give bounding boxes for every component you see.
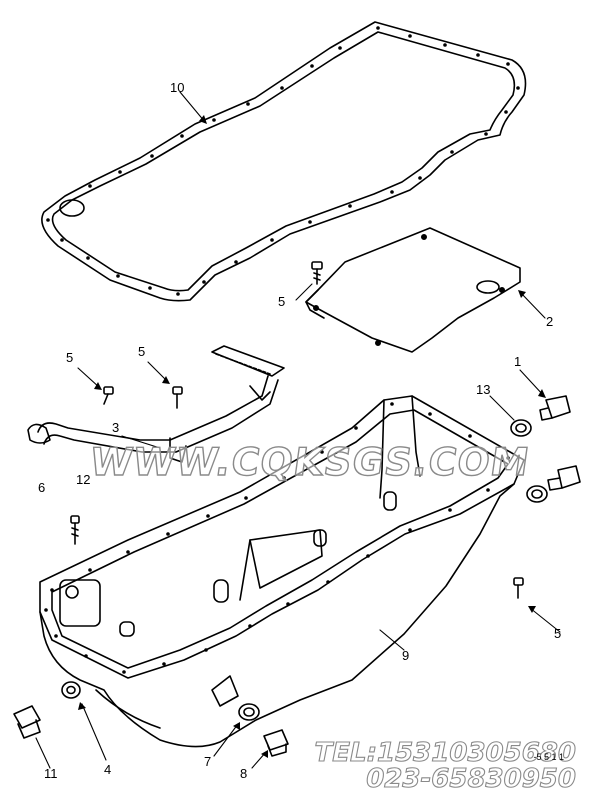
callout-8: 8 — [240, 766, 247, 781]
washer-part-4 — [61, 681, 81, 699]
watermark-tel: TEL:15310305680 — [314, 737, 577, 768]
washer-right — [526, 485, 548, 503]
bolt-part-6 — [70, 515, 80, 545]
bolt-part-5-tube-left — [103, 386, 114, 405]
bolt-part-5-cover — [311, 261, 323, 285]
watermark-website: WWW.CQKSGS.COM — [87, 439, 534, 484]
callout-5-tube-left: 5 — [66, 350, 73, 365]
callout-9: 9 — [402, 648, 409, 663]
cover-plate-part-2 — [305, 227, 521, 353]
callout-1: 1 — [514, 354, 521, 369]
washer-part-7 — [238, 703, 260, 721]
callout-5-cover: 5 — [278, 294, 285, 309]
callout-3: 3 — [112, 420, 119, 435]
callout-2: 2 — [546, 314, 553, 329]
oil-pan-gasket-part-10 — [41, 21, 527, 302]
callout-6: 6 — [38, 480, 45, 495]
bolt-part-5-lower-right — [513, 577, 524, 599]
callout-7: 7 — [204, 754, 211, 769]
oil-pan-part-9 — [39, 395, 525, 748]
callout-13: 13 — [476, 382, 490, 397]
drain-plug-part-11 — [13, 705, 41, 739]
callout-10: 10 — [170, 80, 184, 95]
callout-5-lower-right: 5 — [554, 626, 561, 641]
callout-12: 12 — [76, 472, 90, 487]
watermark-phone: 023-65830950 — [366, 763, 577, 794]
callout-11: 11 — [44, 766, 58, 781]
plug-right — [547, 465, 581, 491]
washer-part-13 — [510, 419, 532, 437]
callout-5-tube-right: 5 — [138, 344, 145, 359]
callout-4: 4 — [104, 762, 111, 777]
suction-tube-part-3 — [27, 345, 285, 463]
bolt-part-5-tube-right — [172, 386, 183, 409]
plug-part-8 — [263, 729, 289, 757]
figure-code: -5 5 1 1 — [533, 752, 564, 762]
plug-part-1 — [539, 395, 571, 421]
